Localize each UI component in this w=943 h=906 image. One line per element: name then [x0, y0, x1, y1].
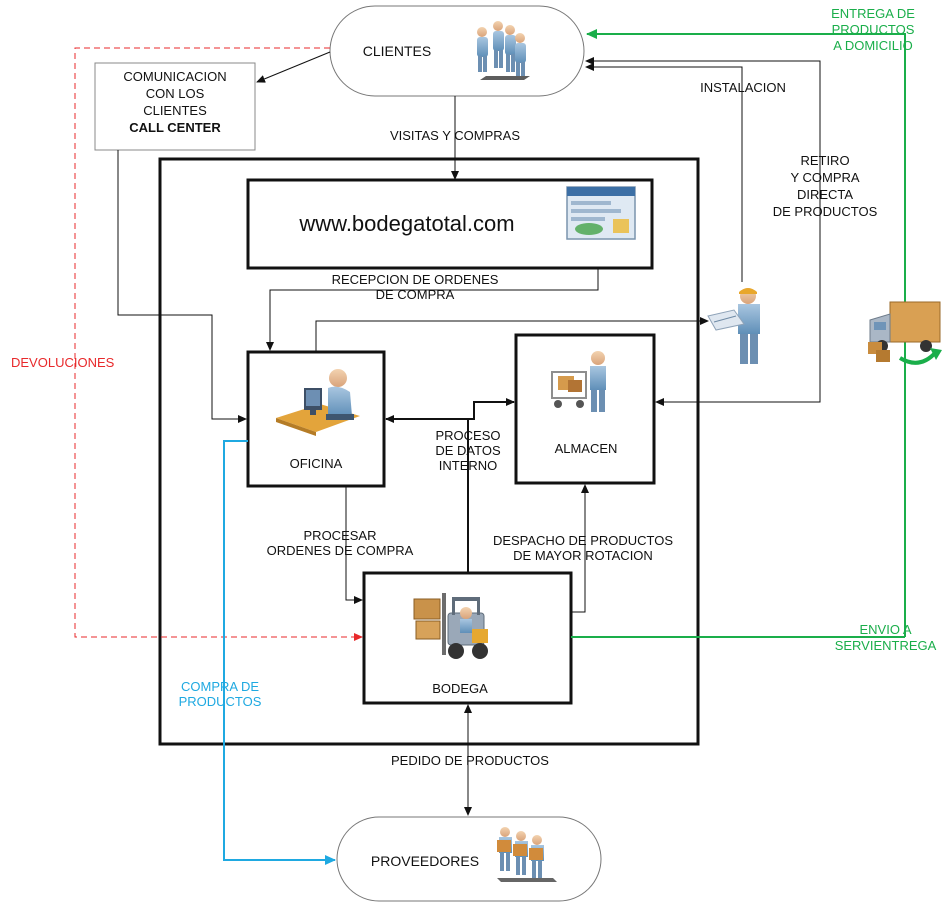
procesar-label: PROCESAR ORDENES DE COMPRA — [250, 528, 430, 558]
edge-clientes-callcenter — [256, 51, 331, 83]
proceso-line1: PROCESO — [435, 428, 501, 443]
suppliers-group-icon — [497, 827, 557, 882]
recepcion-line2: DE COMPRA — [375, 287, 455, 302]
envio-line1: ENVIO A — [859, 622, 912, 637]
edge-oficina-instalador — [315, 317, 709, 352]
installer-worker-icon — [707, 288, 760, 364]
entrega-line1: ENTREGA DE — [831, 6, 915, 21]
retiro-line3: DIRECTA — [796, 187, 854, 202]
delivery-truck-icon — [868, 301, 942, 365]
call-center-node — [94, 62, 256, 151]
despacho-line2: DE MAYOR ROTACION — [513, 548, 653, 563]
shopping-cart-worker-icon — [551, 351, 606, 412]
despacho-label: DESPACHO DE PRODUCTOS DE MAYOR ROTACION — [468, 533, 698, 563]
people-group-icon — [477, 21, 530, 80]
devoluciones-label: DEVOLUCIONES — [11, 355, 115, 370]
call-center-line2: CON LOS — [145, 86, 205, 101]
compra-line2: PRODUCTOS — [178, 694, 262, 709]
compra-line1: COMPRA DE — [180, 679, 259, 694]
retiro-line2: Y COMPRA — [790, 170, 860, 185]
proceso-label: PROCESO DE DATOS INTERNO — [418, 428, 518, 473]
recepcion-line1: RECEPCION DE ORDENES — [331, 272, 499, 287]
almacen-label: ALMACEN — [554, 441, 618, 456]
oficina-label: OFICINA — [289, 456, 343, 471]
forklift-icon — [413, 593, 488, 659]
bodega-label: BODEGA — [432, 681, 488, 696]
procesar-line2: ORDENES DE COMPRA — [266, 543, 414, 558]
edge-compra — [223, 440, 336, 865]
entrega-line2: PRODUCTOS — [831, 22, 915, 37]
call-center-line1: COMUNICACION — [123, 69, 227, 84]
call-center-text: COMUNICACION CON LOS CLIENTES CALL CENTE… — [95, 68, 255, 136]
retiro-line1: RETIRO — [800, 153, 850, 168]
edge-retiro — [585, 57, 821, 406]
entrega-line3: A DOMICILIO — [833, 38, 913, 53]
edge-callcenter-oficina — [117, 150, 247, 423]
entrega-label: ENTREGA DE PRODUCTOS A DOMICILIO — [808, 6, 938, 54]
proceso-line3: INTERNO — [438, 458, 498, 473]
enterprise-boundary — [158, 157, 700, 746]
proceso-line2: DE DATOS — [435, 443, 501, 458]
envio-line2: SERVIENTREGA — [834, 638, 937, 653]
office-worker-icon — [276, 369, 360, 436]
edge-despacho — [571, 484, 589, 613]
website-label: www.bodegatotal.com — [299, 211, 515, 236]
proveedores-label: PROVEEDORES — [370, 853, 480, 869]
retiro-label: RETIRO Y COMPRA DIRECTA DE PRODUCTOS — [760, 152, 890, 220]
clientes-node — [329, 5, 585, 97]
pedido-label: PEDIDO DE PRODUCTOS — [391, 753, 549, 768]
compra-label: COMPRA DE PRODUCTOS — [160, 679, 280, 709]
call-center-line4: CALL CENTER — [129, 120, 221, 135]
instalacion-label: INSTALACION — [700, 80, 786, 95]
call-center-line3: CLIENTES — [143, 103, 207, 118]
edge-entrega — [586, 29, 906, 637]
despacho-line1: DESPACHO DE PRODUCTOS — [492, 533, 674, 548]
retiro-line4: DE PRODUCTOS — [772, 204, 878, 219]
edge-proceso-interno — [385, 398, 515, 423]
web-page-icon — [566, 186, 636, 240]
edge-procesar — [345, 486, 363, 604]
almacen-node — [514, 333, 656, 485]
recepcion-label: RECEPCION DE ORDENES DE COMPRA — [300, 272, 530, 302]
visitas-label: VISITAS Y COMPRAS — [389, 128, 521, 143]
procesar-line1: PROCESAR — [303, 528, 377, 543]
envio-label: ENVIO A SERVIENTREGA — [828, 622, 943, 654]
clientes-label: CLIENTES — [362, 43, 432, 59]
